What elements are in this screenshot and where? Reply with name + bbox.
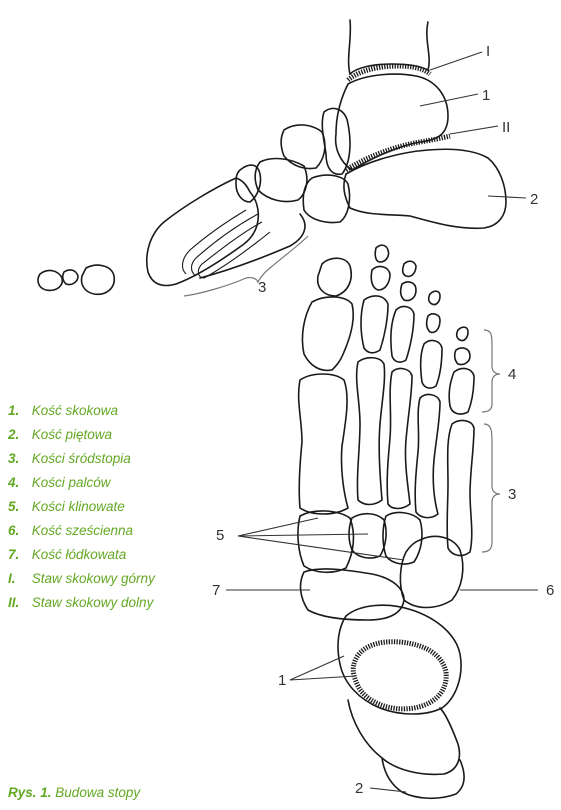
second-middle-phalanx — [371, 267, 390, 290]
legend-label: Staw skokowy dolny — [32, 595, 154, 610]
brace-metatarsals-side — [184, 236, 308, 296]
leader-joint-upper — [430, 52, 482, 70]
legend-item: 6. Kość sześcienna — [8, 519, 155, 543]
cuboid-top — [400, 536, 462, 607]
top-view: 4 3 5 6 7 1 2 — [212, 245, 554, 798]
callout-metatarsals-side: 3 — [258, 279, 266, 296]
callout-phalanges-top: 4 — [508, 366, 516, 383]
distal-phalanx-side — [38, 271, 62, 291]
legend-label: Staw skokowy górny — [32, 571, 155, 586]
talus-joint-surface — [353, 642, 446, 709]
fibula-outline — [427, 22, 429, 70]
third-middle-phalanx — [401, 282, 416, 301]
legend-item: 4. Kości palców — [8, 471, 155, 495]
fifth-metatarsal — [447, 421, 474, 556]
cuneiform-bone-a — [281, 125, 325, 169]
cuneiform-bone-b — [255, 159, 307, 202]
legend-key: 1. — [8, 399, 28, 423]
legend-label: Kości klinowate — [32, 499, 125, 514]
fourth-proximal-phalanx — [421, 341, 442, 389]
caption-text: Budowa stopy — [55, 785, 140, 800]
legend-item: 2. Kość piętowa — [8, 423, 155, 447]
callout-joint-lower: II — [502, 119, 510, 136]
legend-item: 3. Kości śródstopia — [8, 447, 155, 471]
leader-cuneiform-3 — [238, 536, 404, 560]
legend-key: 7. — [8, 543, 28, 567]
legend-key: 2. — [8, 423, 28, 447]
callout-joint-upper: I — [486, 43, 490, 60]
legend-item: II. Staw skokowy dolny — [8, 591, 155, 615]
fifth-proximal-phalanx — [449, 369, 474, 414]
cuneiform-bone-c — [236, 165, 261, 202]
callout-cuneiforms: 5 — [216, 527, 224, 544]
figure-caption: Rys. 1. Budowa stopy — [8, 785, 140, 800]
middle-phalanx-side — [63, 270, 78, 285]
tibia-outline — [349, 20, 351, 74]
callout-talus: 1 — [482, 87, 490, 104]
legend-item: 1. Kość skokowa — [8, 399, 155, 423]
leader-talus-top-1 — [290, 656, 344, 680]
fourth-distal-phalanx — [429, 291, 440, 304]
cuboid-bone — [303, 175, 349, 222]
legend-label: Kość piętowa — [32, 427, 112, 442]
legend-label: Kość skokowa — [32, 403, 118, 418]
legend-key: I. — [8, 567, 28, 591]
brace-phalanges — [482, 330, 500, 412]
fifth-middle-phalanx — [455, 348, 470, 365]
legend-key: 6. — [8, 519, 28, 543]
proximal-phalanx-side — [82, 265, 115, 294]
legend-item: 7. Kość łódkowata — [8, 543, 155, 567]
second-proximal-phalanx — [361, 296, 388, 353]
intermediate-cuneiform — [349, 514, 386, 558]
side-view: I 1 II 2 3 — [38, 20, 538, 296]
third-distal-phalanx — [403, 261, 416, 276]
leader-talus — [420, 94, 478, 106]
leader-calcaneus-side — [488, 196, 526, 198]
brace-metatarsals-top — [482, 424, 500, 552]
calcaneus-top — [348, 700, 459, 774]
legend-label: Kości śródstopia — [32, 451, 131, 466]
leader-cuneiform-1 — [238, 518, 318, 536]
calcaneus-heel — [382, 758, 464, 798]
legend-label: Kość łódkowata — [32, 547, 127, 562]
legend-label: Kości palców — [32, 475, 111, 490]
fifth-distal-phalanx — [457, 327, 468, 340]
hallux-distal-phalanx — [318, 258, 352, 296]
caption-key: Rys. 1. — [8, 785, 52, 800]
lateral-cuneiform — [383, 513, 422, 564]
legend-key: 5. — [8, 495, 28, 519]
legend-item: I. Staw skokowy górny — [8, 567, 155, 591]
legend-key: 3. — [8, 447, 28, 471]
first-metatarsal-top — [299, 374, 348, 514]
leader-joint-lower — [450, 126, 498, 134]
leader-calcaneus-top — [370, 788, 406, 792]
callout-calcaneus-side: 2 — [530, 191, 538, 208]
callout-cuboid: 6 — [546, 582, 554, 599]
second-distal-phalanx — [375, 245, 388, 262]
callout-calcaneus-top: 2 — [355, 780, 363, 797]
callout-metatarsals-top: 3 — [508, 486, 516, 503]
legend-key: 4. — [8, 471, 28, 495]
fourth-middle-phalanx — [427, 314, 440, 332]
second-metatarsal — [357, 358, 385, 505]
fourth-metatarsal — [415, 395, 440, 518]
callout-talus-top: 1 — [278, 672, 286, 689]
legend-label: Kość sześcienna — [32, 523, 133, 538]
legend-item: 5. Kości klinowate — [8, 495, 155, 519]
legend-key: II. — [8, 591, 28, 615]
lateral-metatarsal-c — [198, 222, 270, 278]
first-metatarsal-side — [147, 178, 259, 286]
third-proximal-phalanx — [391, 307, 414, 363]
hallux-proximal-phalanx — [302, 297, 353, 370]
third-metatarsal — [387, 369, 412, 509]
callout-navicular: 7 — [212, 582, 220, 599]
